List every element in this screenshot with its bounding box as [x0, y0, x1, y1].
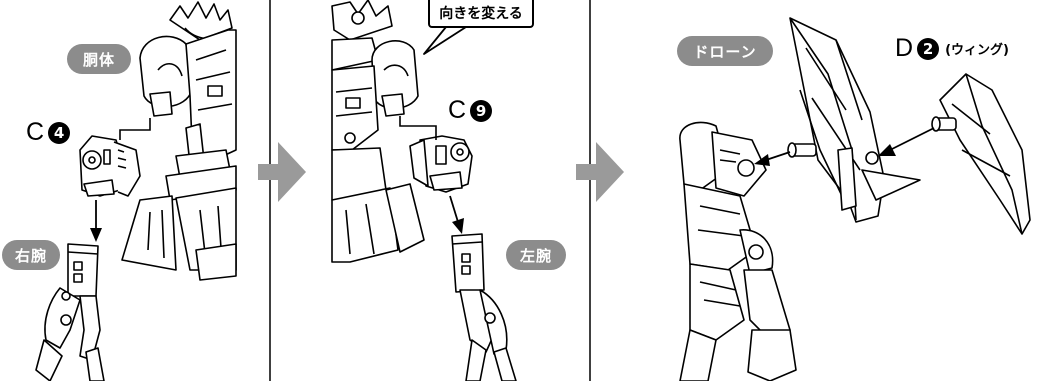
part-number-badge: 2 — [917, 37, 940, 60]
arrow-c9-to-left-arm — [449, 195, 459, 223]
robot-torso-left-drawing — [331, 0, 425, 263]
label-left-arm: 左腕 — [506, 240, 566, 270]
leader-line-torso — [119, 118, 151, 140]
robot-body-panel3-drawing — [679, 121, 797, 381]
wing-d2-drawing — [931, 73, 1031, 235]
leader-line-torso-2 — [399, 116, 437, 140]
drone-peg-drawing — [787, 142, 817, 158]
arrow-c4-head — [90, 228, 102, 242]
arrow-c9-head — [452, 218, 464, 234]
arrow-drone-head — [754, 154, 770, 166]
part-name: (ウィング) — [945, 43, 1009, 58]
part-number-badge: 9 — [470, 99, 493, 122]
robot-torso-drawing — [121, 1, 237, 281]
arrow-wing-to-drone — [889, 127, 935, 151]
arrow-drone-to-robot — [765, 151, 791, 161]
part-letter: C — [26, 118, 45, 146]
arrow-wing-head — [878, 144, 896, 156]
step-arrow-1 — [258, 142, 306, 202]
callout-tail — [423, 26, 467, 55]
drone-body-drawing — [789, 17, 921, 223]
part-c9-drawing — [409, 135, 473, 193]
part-letter: D — [895, 34, 914, 62]
part-code-d2: D 2 (ウィング) — [895, 36, 1009, 61]
part-letter: C — [448, 96, 467, 124]
step-arrow-2 — [576, 142, 624, 202]
callout-change-direction: 向きを変える — [428, 0, 534, 28]
left-arm-drawing — [451, 233, 517, 381]
label-drone: ドローン — [677, 36, 773, 66]
label-right-arm: 右腕 — [2, 240, 60, 270]
part-code-c4: C 4 — [26, 118, 71, 146]
part-number-badge: 4 — [48, 121, 71, 144]
part-c4-drawing — [79, 135, 141, 197]
right-arm-drawing — [35, 243, 105, 381]
label-torso: 胴体 — [67, 44, 131, 74]
part-code-c9: C 9 — [448, 96, 493, 124]
